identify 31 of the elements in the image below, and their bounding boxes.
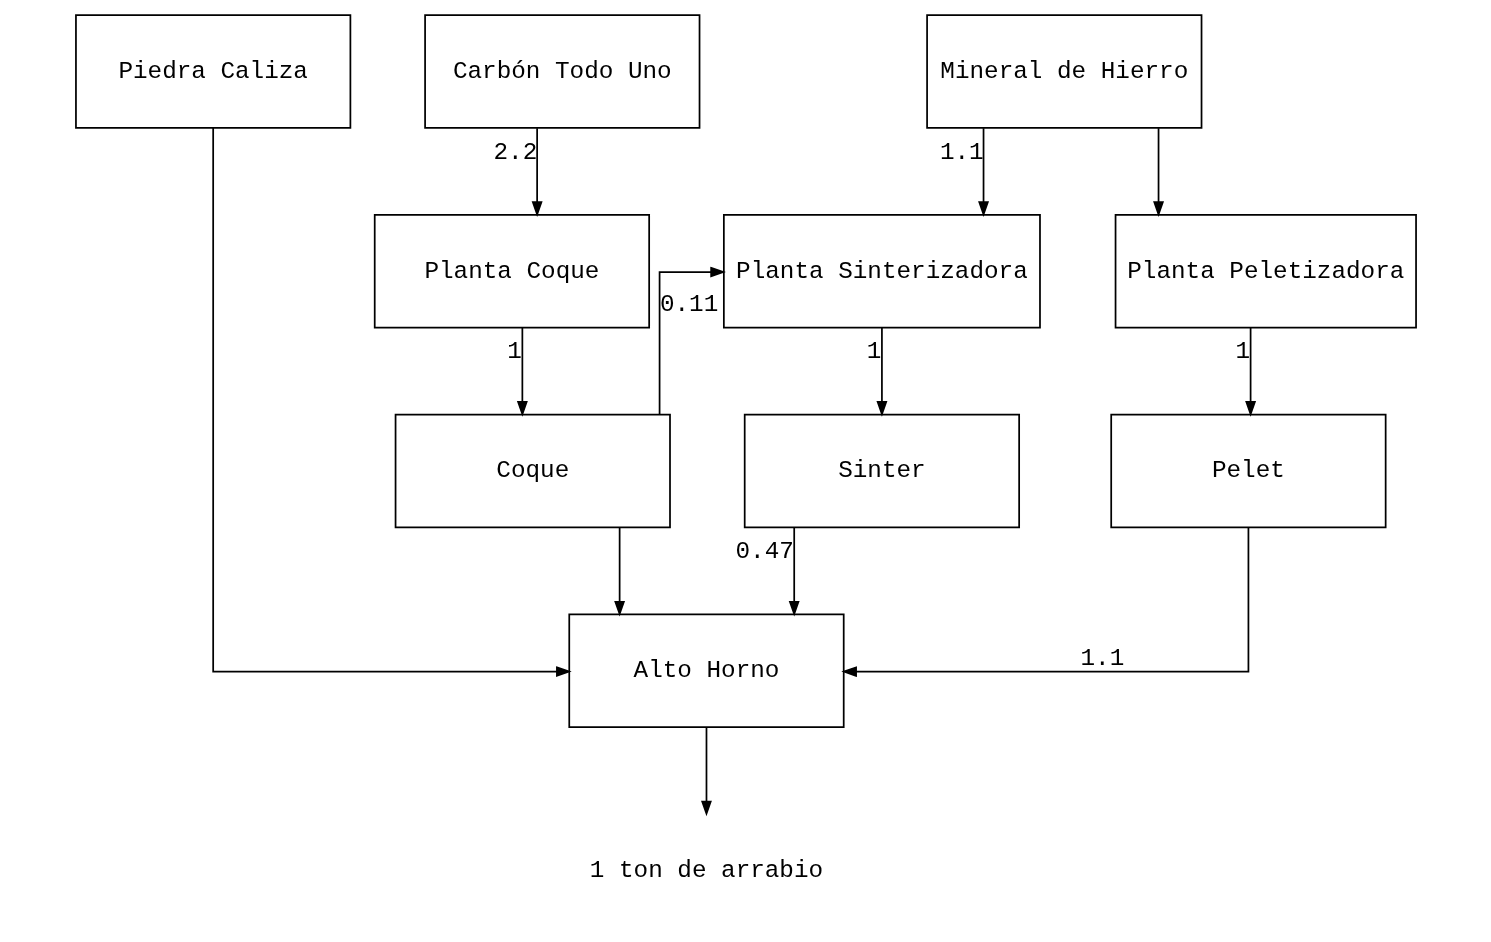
edge-label: 1.1 [1080,645,1124,673]
edge-label: 2.2 [493,138,537,166]
node-box: Alto Horno [567,613,845,729]
node-box: Coque [394,413,671,529]
arrow [531,127,543,218]
edge-label: 0.11 [659,290,718,318]
node-box: Piedra Caliza [74,14,351,129]
arrow [875,327,887,417]
arrow [658,266,726,416]
arrow [977,127,989,218]
node-text: 1 ton de arrabio [589,856,823,884]
arrow [700,726,712,817]
arrow [1152,127,1164,218]
edge-label: 1 [1234,338,1250,366]
arrow [1244,327,1256,417]
edge-label: 1.1 [939,138,984,166]
edge-label: 0.47 [735,538,794,566]
node-box: Planta Coque [373,213,650,329]
arrow [613,526,625,617]
edge-label: 1 [506,338,522,366]
node-box: Planta Sinterizadora [722,213,1041,329]
node-box: Carbón Todo Uno [423,14,700,129]
node-box: Planta Peletizadora [1114,213,1417,329]
arrow [516,327,528,417]
edge-label: 1 [866,338,881,366]
arrow [211,127,572,678]
node-box: Sinter [743,413,1020,529]
node-box: Pelet [1109,413,1386,529]
node-box: Mineral de Hierro [925,14,1202,129]
arrow [788,526,800,617]
arrow [840,527,1249,678]
